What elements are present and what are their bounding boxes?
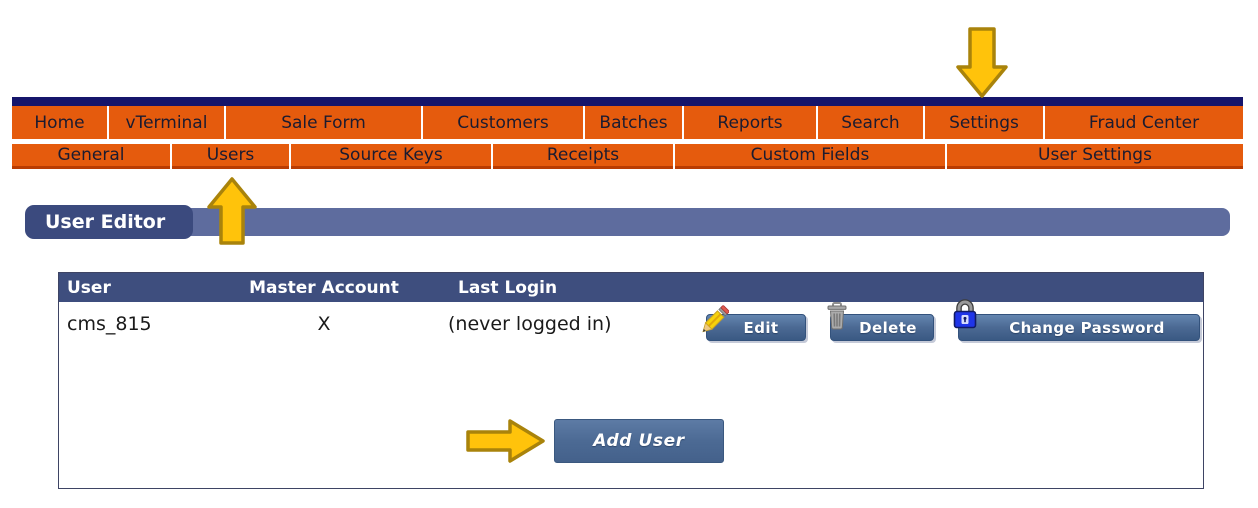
- user-table: User Master Account Last Login cms_815 X…: [58, 272, 1204, 489]
- subnav-tab-receipts[interactable]: Receipts: [493, 144, 673, 169]
- subnav-tab-user-settings[interactable]: User Settings: [947, 144, 1243, 169]
- primary-nav: Home vTerminal Sale Form Customers Batch…: [12, 106, 1243, 139]
- nav-tab-settings[interactable]: Settings: [925, 106, 1043, 139]
- page-title: User Editor: [25, 205, 193, 239]
- column-header-user: User: [67, 277, 111, 298]
- edit-button-label: Edit: [743, 318, 779, 337]
- table-header-row: User Master Account Last Login: [59, 273, 1203, 302]
- nav-tab-reports[interactable]: Reports: [684, 106, 816, 139]
- column-header-last-login: Last Login: [458, 277, 558, 298]
- edit-button[interactable]: Edit: [702, 305, 806, 341]
- cell-last-login: (never logged in): [448, 313, 612, 335]
- nav-tab-fraud-center[interactable]: Fraud Center: [1045, 106, 1243, 139]
- column-header-master-account: Master Account: [249, 277, 399, 298]
- subnav-tab-general[interactable]: General: [12, 144, 170, 169]
- subnav-tab-source-keys[interactable]: Source Keys: [291, 144, 491, 169]
- nav-tab-vterminal[interactable]: vTerminal: [109, 106, 224, 139]
- annotation-arrow-right-icon: [465, 418, 547, 468]
- section-header-bar: [27, 208, 1230, 236]
- nav-tab-sale-form[interactable]: Sale Form: [226, 106, 421, 139]
- nav-tab-home[interactable]: Home: [12, 106, 107, 139]
- add-user-button-label: Add User: [593, 431, 685, 451]
- trash-icon: [825, 302, 849, 334]
- nav-tab-batches[interactable]: Batches: [585, 106, 682, 139]
- cell-user: cms_815: [67, 313, 152, 335]
- cell-master-account: X: [317, 313, 331, 335]
- nav-tab-search[interactable]: Search: [818, 106, 923, 139]
- navigation: Home vTerminal Sale Form Customers Batch…: [12, 97, 1243, 169]
- change-password-button[interactable]: Change Password: [953, 299, 1200, 341]
- change-password-button-label: Change Password: [1009, 318, 1165, 337]
- secondary-nav: General Users Source Keys Receipts Custo…: [12, 144, 1243, 169]
- section-header: User Editor: [25, 205, 1230, 239]
- table-row: cms_815 X (never logged in): [59, 299, 1203, 341]
- subnav-tab-users[interactable]: Users: [172, 144, 289, 169]
- delete-button-label: Delete: [859, 318, 917, 337]
- subnav-tab-custom-fields[interactable]: Custom Fields: [675, 144, 945, 169]
- add-user-button[interactable]: Add User: [554, 419, 724, 463]
- delete-button[interactable]: Delete: [827, 302, 934, 341]
- annotation-arrow-down-icon: [955, 26, 1009, 104]
- row-actions: Edit Delete: [702, 299, 1203, 341]
- nav-tab-customers[interactable]: Customers: [423, 106, 583, 139]
- top-navy-strip: [12, 97, 1243, 106]
- lock-icon: [952, 299, 978, 333]
